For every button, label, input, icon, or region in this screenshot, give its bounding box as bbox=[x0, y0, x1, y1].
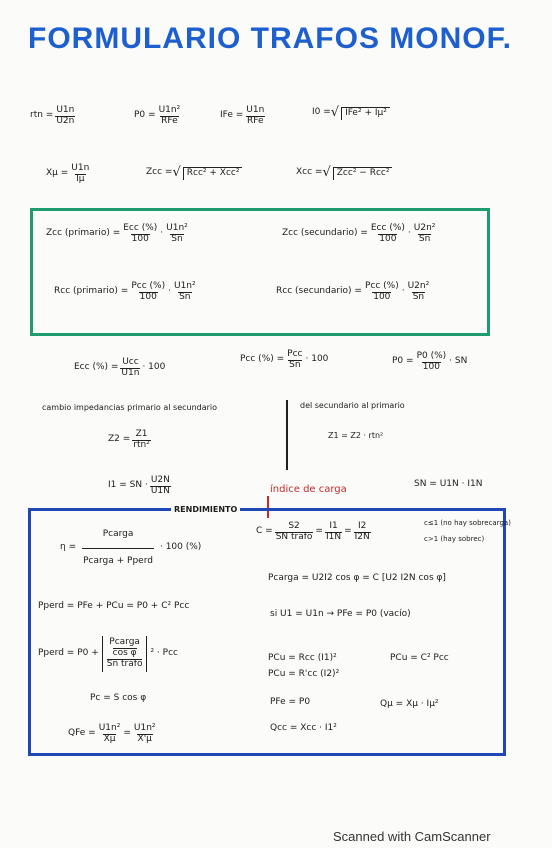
impedance-formulas-box bbox=[30, 208, 490, 336]
formula-zcc: Zcc =√Rcc² + Xcc² bbox=[146, 165, 243, 180]
formula-z1: Z1 = Z2 · rtn² bbox=[328, 431, 384, 440]
formula-si-vacio: si U1 = U1n → PFe = P0 (vacío) bbox=[270, 609, 411, 619]
formula-pcarga: Pcarga = U2I2 cos φ = C [U2 I2N cos φ] bbox=[268, 573, 446, 583]
formula-i0: I0 =√IFe² + Iμ² bbox=[312, 105, 390, 120]
divider-line bbox=[286, 400, 288, 470]
formula-po: P0 = P0 (%)100 · SN bbox=[392, 351, 468, 372]
page-title: FORMULARIO TRAFOS MONOF. bbox=[28, 22, 512, 55]
formula-pperd-1: Pperd = PFe + PCu = P0 + C² Pcc bbox=[38, 601, 190, 611]
formula-pfe: PFe = P0 bbox=[270, 697, 311, 707]
label-secundario-primario: del secundario al primario bbox=[300, 401, 405, 410]
formula-sn: SN = U1N · I1N bbox=[414, 479, 483, 489]
formula-pc: Pc = S cos φ bbox=[90, 693, 147, 703]
scanner-watermark: Scanned with CamScanner bbox=[333, 829, 491, 844]
rendimiento-heading: RENDIMIENTO bbox=[171, 505, 241, 514]
formula-pcu-1: PCu = Rcc (I1)² bbox=[268, 653, 337, 663]
formula-pcu-2: PCu = R'cc (I2)² bbox=[268, 669, 340, 679]
label-cambio-impedancias: cambio impedancias primario al secundari… bbox=[42, 403, 218, 412]
note-no-sobrecarga: c≤1 (no hay sobrecarga) bbox=[424, 519, 511, 527]
annotation-arrow bbox=[267, 496, 269, 518]
formula-pcu-3: PCu = C² Pcc bbox=[390, 653, 449, 663]
rendimiento-box bbox=[28, 508, 506, 756]
formula-qmu: Qμ = Xμ · Iμ² bbox=[380, 699, 439, 709]
formula-qcc: Qcc = Xcc · I1² bbox=[270, 723, 337, 733]
note-sobrecarga: c>1 (hay sobrec) bbox=[424, 535, 485, 543]
formula-xcc: Xcc =√Zcc² − Rcc² bbox=[296, 165, 393, 180]
annotation-indice-carga: índice de carga bbox=[270, 484, 347, 495]
